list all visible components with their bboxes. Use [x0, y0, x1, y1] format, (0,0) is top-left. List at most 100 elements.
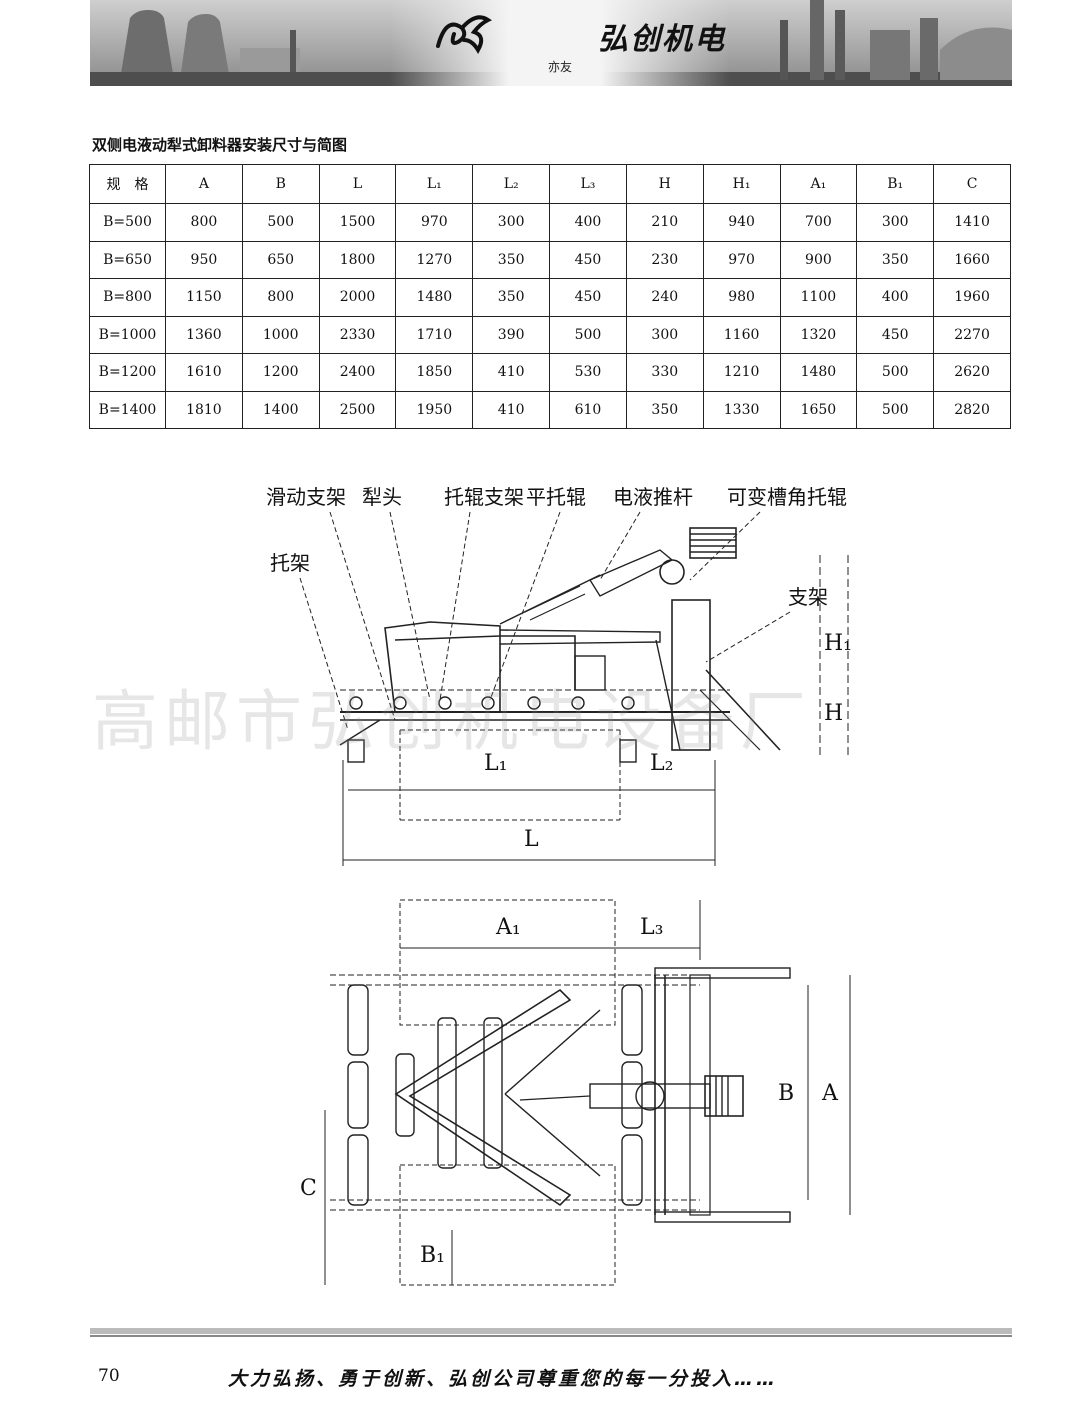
- value-cell: 500: [856, 390, 935, 429]
- label-plough-head: 犁头: [362, 485, 402, 509]
- brand-name: 弘创机电: [598, 22, 726, 57]
- value-cell: 1500: [318, 203, 397, 242]
- spec-cell: B=1000: [89, 315, 166, 354]
- value-cell: 970: [702, 240, 781, 279]
- dim-C: C: [300, 1176, 317, 1201]
- dim-A1: A₁: [495, 915, 521, 940]
- value-cell: 1320: [779, 315, 858, 354]
- value-cell: 390: [472, 315, 551, 354]
- value-cell: 500: [241, 203, 320, 242]
- spec-cell: B=800: [89, 278, 166, 317]
- value-cell: 900: [779, 240, 858, 279]
- value-cell: 400: [856, 278, 935, 317]
- dim-L: L: [524, 827, 539, 852]
- side-view: [339, 527, 781, 821]
- label-pusher: 电液推杆: [613, 485, 693, 509]
- value-cell: 1960: [933, 278, 1011, 317]
- dim-A: A: [821, 1081, 839, 1106]
- value-cell: 2330: [318, 315, 397, 354]
- header-cell: 规 格: [89, 164, 166, 204]
- spec-cell: B=650: [89, 240, 166, 279]
- value-cell: 1850: [395, 353, 474, 392]
- unloader-diagram: 滑动支架 犁头 托辊支架 平托辊 电液推杆 可变槽角托辊 托架 支架: [266, 485, 852, 1286]
- header-cell: L₂: [472, 164, 551, 204]
- value-cell: 1000: [241, 315, 320, 354]
- value-cell: 1800: [318, 240, 397, 279]
- spec-cell: B=1400: [89, 390, 166, 429]
- dim-L1: L₁: [484, 751, 507, 776]
- value-cell: 1400: [241, 390, 320, 429]
- dim-L3: L₃: [640, 915, 663, 940]
- footer-rule: [90, 1328, 1012, 1334]
- value-cell: 500: [549, 315, 627, 354]
- label-sliding-bracket: 滑动支架: [266, 485, 346, 509]
- brand-subtitle: 亦友: [548, 60, 573, 74]
- value-cell: 700: [779, 203, 858, 242]
- value-cell: 1480: [395, 278, 474, 317]
- value-cell: 1330: [702, 390, 781, 429]
- value-cell: 2000: [318, 278, 397, 317]
- header-cell: A₁: [779, 164, 858, 204]
- value-cell: 210: [625, 203, 704, 242]
- value-cell: 350: [472, 278, 551, 317]
- dim-H1: H₁: [824, 631, 852, 656]
- value-cell: 610: [549, 390, 627, 429]
- spec-cell: B=1200: [89, 353, 166, 392]
- dim-H: H: [824, 701, 843, 726]
- label-idler-bracket: 托辊支架: [444, 485, 524, 509]
- value-cell: 2400: [318, 353, 397, 392]
- label-support: 支架: [788, 585, 828, 609]
- header-cell: H: [625, 164, 704, 204]
- value-cell: 800: [241, 278, 320, 317]
- value-cell: 1270: [395, 240, 474, 279]
- value-cell: 1650: [779, 390, 858, 429]
- value-cell: 300: [625, 315, 704, 354]
- value-cell: 1360: [165, 315, 243, 354]
- value-cell: 1410: [933, 203, 1011, 242]
- dim-L2: L₂: [650, 751, 673, 776]
- value-cell: 800: [165, 203, 243, 242]
- value-cell: 350: [625, 390, 704, 429]
- footer-rule-thin: [90, 1335, 1012, 1337]
- value-cell: 1950: [395, 390, 474, 429]
- value-cell: 1710: [395, 315, 474, 354]
- industrial-photo: [90, 0, 1012, 86]
- header-cell: C: [933, 164, 1011, 204]
- value-cell: 240: [625, 278, 704, 317]
- header-cell: L: [318, 164, 397, 204]
- value-cell: 400: [549, 203, 627, 242]
- value-cell: 1150: [165, 278, 243, 317]
- value-cell: 950: [165, 240, 243, 279]
- dim-B: B: [778, 1081, 794, 1106]
- value-cell: 450: [549, 278, 627, 317]
- value-cell: 1210: [702, 353, 781, 392]
- value-cell: 2270: [933, 315, 1011, 354]
- value-cell: 450: [549, 240, 627, 279]
- value-cell: 940: [702, 203, 781, 242]
- value-cell: 410: [472, 353, 551, 392]
- value-cell: 500: [856, 353, 935, 392]
- value-cell: 330: [625, 353, 704, 392]
- section-title: 双侧电液动犁式卸料器安装尺寸与简图: [92, 136, 348, 154]
- page-number: 70: [98, 1366, 120, 1386]
- label-carrier: 托架: [270, 551, 310, 575]
- label-variable-trough-idler: 可变槽角托辊: [727, 485, 847, 509]
- value-cell: 530: [549, 353, 627, 392]
- value-cell: 1610: [165, 353, 243, 392]
- label-flat-idler: 平托辊: [526, 485, 586, 509]
- value-cell: 350: [472, 240, 551, 279]
- value-cell: 980: [702, 278, 781, 317]
- value-cell: 1200: [241, 353, 320, 392]
- header-cell: L₃: [549, 164, 627, 204]
- value-cell: 2820: [933, 390, 1011, 429]
- value-cell: 1480: [779, 353, 858, 392]
- value-cell: 1160: [702, 315, 781, 354]
- value-cell: 300: [856, 203, 935, 242]
- value-cell: 1100: [779, 278, 858, 317]
- value-cell: 410: [472, 390, 551, 429]
